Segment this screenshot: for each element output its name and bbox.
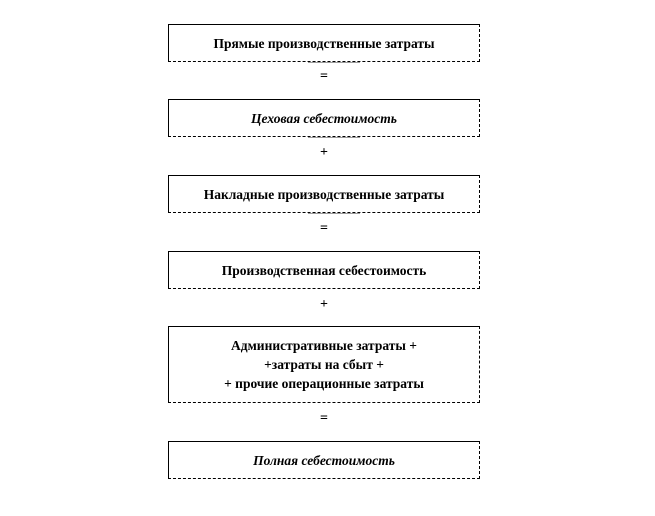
workshop-cost-box: Цеховая себестоимость [168, 99, 480, 137]
connector-line-1 [308, 62, 360, 63]
connector-line-3 [308, 213, 360, 214]
equals-sign-3: = [320, 411, 328, 426]
other-costs-box: Административные затраты + +затраты на с… [168, 326, 480, 403]
plus-sign-1: + [320, 145, 328, 160]
administrative-costs-line: Административные затраты + [231, 338, 417, 353]
full-cost-box: Полная себестоимость [168, 441, 480, 479]
selling-costs-line: +затраты на сбыт + [264, 357, 384, 372]
equals-sign-2: = [320, 221, 328, 236]
overhead-costs-box: Накладные производственные затраты [168, 175, 480, 213]
equals-sign-1: = [320, 69, 328, 84]
overhead-costs-label: Накладные производственные затраты [203, 186, 445, 202]
plus-sign-2: + [320, 297, 328, 312]
direct-costs-box: Прямые производственные затраты [168, 24, 480, 62]
operational-costs-line: + прочие операционные затраты [224, 376, 424, 391]
connector-line-2 [308, 137, 360, 138]
direct-costs-label: Прямые производственные затраты [213, 35, 435, 51]
production-cost-box: Производственная себестоимость [168, 251, 480, 289]
workshop-cost-label: Цеховая себестоимость [251, 110, 397, 126]
full-cost-label: Полная себестоимость [253, 452, 395, 468]
production-cost-label: Производственная себестоимость [221, 262, 427, 278]
